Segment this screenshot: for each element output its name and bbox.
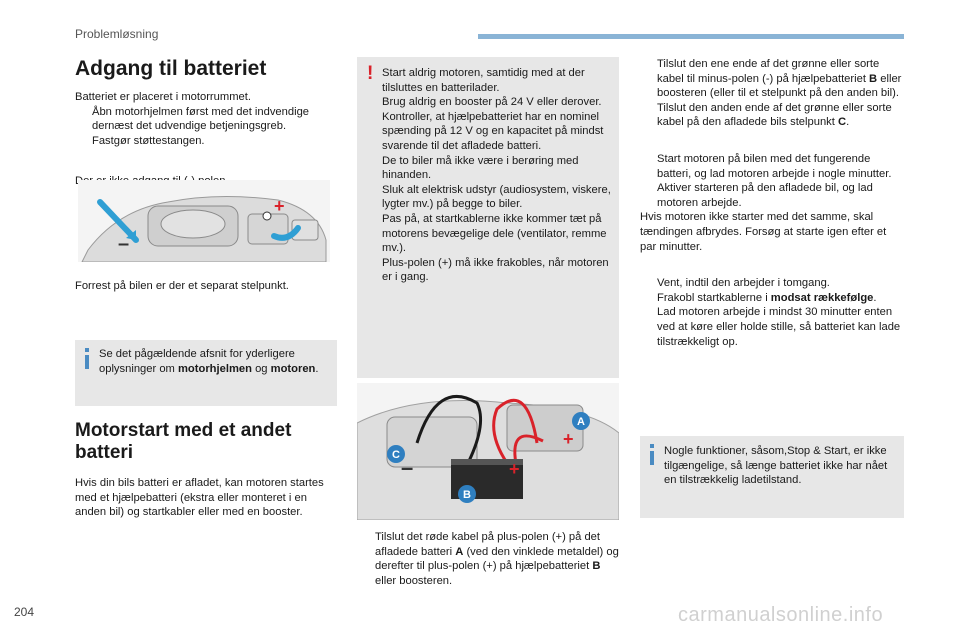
label-c: C [392,449,400,461]
warning-text: Start aldrig motoren, samtidig med at de… [382,67,611,284]
section-header: Problemløsning [75,27,159,41]
info-icon [85,348,89,369]
intro-text: Batteriet er placeret i motorrummet. [75,91,251,103]
list-item: Start motoren på bilen med det fungerend… [657,152,892,180]
list-item: Lad motoren arbejde i mindst 30 minutter… [657,306,901,348]
bottom-step-block: Tilslut det røde kabel på plus-polen (+)… [358,530,620,588]
restart-paragraph: Hvis motoren ikke starter med det samme,… [640,211,887,253]
page-number: 204 [14,605,35,619]
watermark: carmanualsonline.info [678,604,884,626]
jump-start-illustration: – + + A B C [357,383,619,520]
column-3: Tilslut den ene ende af det grønne eller… [640,57,905,349]
list-item: Fastgør støttestangen. [92,134,205,147]
section-2: Motorstart med et andet batteri Hvis din… [75,420,337,520]
header-bar [478,34,904,39]
engine-bay-illustration: – + [78,180,330,262]
warning-icon: ! [367,63,374,84]
column-1: Adgang til batteriet Batteriet er placer… [75,57,337,189]
info-box: Se det pågældende afsnit for yderligere … [75,340,337,406]
svg-text:+: + [274,196,285,216]
svg-text:+: + [563,429,574,449]
info-icon [650,444,654,465]
svg-text:–: – [118,233,129,255]
list-item: Vent, indtil den arbejder i tomgang. [657,277,830,290]
svg-text:–: – [401,455,413,480]
info-text: Se det pågældende afsnit for yderligere … [99,348,319,375]
svg-text:+: + [509,459,520,479]
info-text: Nogle funktioner, såsom,Stop & Start, er… [664,445,888,487]
list-item: Aktiver starteren på den afladede bil, o… [657,182,873,209]
list-item: Tilslut den ene ende af det grønne eller… [657,58,902,100]
warning-box: ! Start aldrig motoren, samtidig med at … [357,57,619,378]
list-item: Frakobl startkablerne i modsat rækkefølg… [657,291,877,304]
label-a: A [577,416,585,428]
section-title: Motorstart med et andet batteri [75,420,292,463]
front-stud-text: Forrest på bilen er der et separat stelp… [75,280,289,292]
list-item: Tilslut det røde kabel på plus-polen (+)… [375,531,619,587]
list-item: Tilslut den anden ende af det grønne ell… [657,101,892,129]
section-text: Hvis din bils batteri er afladet, kan mo… [75,477,324,519]
info-box: Nogle funktioner, såsom,Stop & Start, er… [640,436,904,518]
label-b: B [463,489,471,501]
page-title: Adgang til batteriet [75,57,267,80]
front-stud-block: Forrest på bilen er der et separat stelp… [75,279,337,294]
list-item: Åbn motorhjelmen først med det indvendig… [92,105,310,133]
